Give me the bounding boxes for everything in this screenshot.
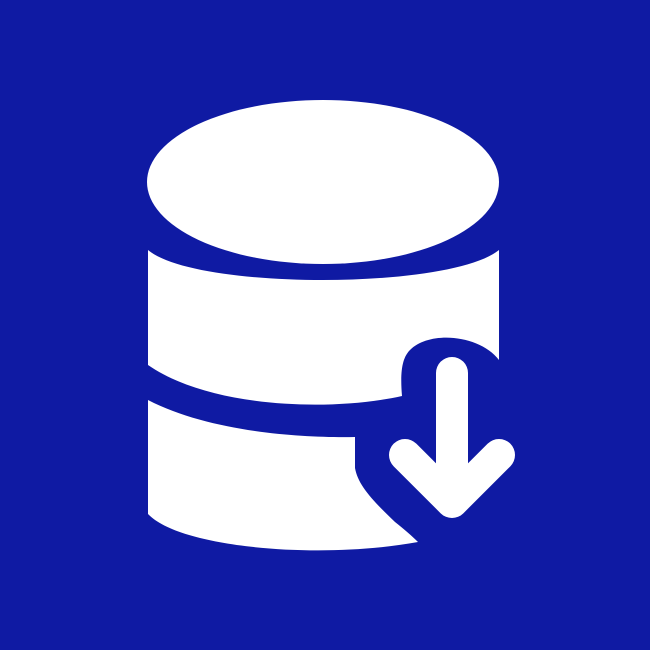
database-top-disc [147, 100, 499, 264]
database-middle-band [148, 250, 499, 405]
database-bottom-band [148, 400, 418, 551]
download-arrow-icon [389, 357, 515, 518]
